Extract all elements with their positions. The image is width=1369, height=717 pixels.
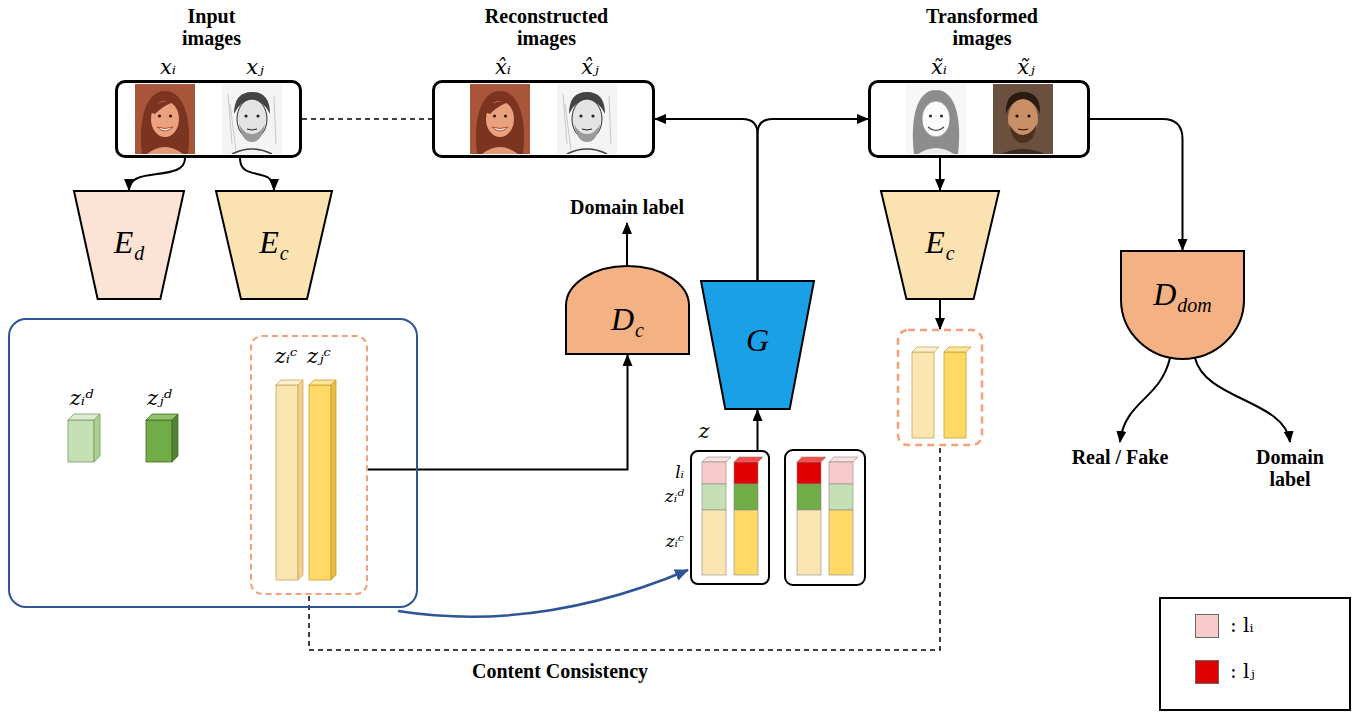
image-symbol: x̃ᵢ bbox=[931, 55, 947, 79]
trapezoid-outline bbox=[74, 191, 184, 299]
curved-arrow bbox=[398, 570, 688, 617]
discriminator-block: Dc bbox=[565, 265, 690, 355]
legend-text: : lᵢ bbox=[1230, 613, 1254, 637]
latent-symbol: zᵢᶜ bbox=[275, 344, 298, 368]
feature-bar bbox=[912, 347, 939, 438]
output-arrow bbox=[626, 223, 628, 265]
feature-cube bbox=[146, 414, 178, 462]
symbol-name: D bbox=[1153, 276, 1176, 312]
symbol-subscript: c bbox=[946, 242, 955, 264]
face-image bbox=[222, 84, 282, 154]
symbol-subscript: d bbox=[134, 242, 144, 264]
face-image bbox=[906, 84, 966, 154]
feature-bar bbox=[944, 347, 971, 438]
flow-arrow bbox=[368, 355, 628, 470]
flow-arrow bbox=[240, 158, 274, 190]
latent-stack-frame bbox=[785, 450, 865, 585]
panel-title: Transformed images bbox=[926, 5, 1038, 49]
output-label: Real / Fake bbox=[1072, 446, 1169, 468]
symbol-label: Ddom bbox=[1120, 276, 1245, 317]
panel-title: Input images bbox=[182, 5, 241, 49]
legend-frame bbox=[1160, 598, 1350, 710]
feature-cube bbox=[68, 414, 100, 462]
output-arrow bbox=[939, 300, 941, 329]
symbol-label: Ec bbox=[880, 224, 1000, 265]
symbol-name: D bbox=[611, 301, 634, 337]
content-group: zᵢᶜzⱼᶜ bbox=[250, 335, 368, 595]
symbol-subscript: dom bbox=[1177, 294, 1211, 316]
latent-stack-box: z bbox=[690, 450, 770, 585]
image-symbol: x̂ⱼ bbox=[581, 55, 598, 79]
feature-bar bbox=[276, 380, 303, 580]
symbol-subscript: c bbox=[280, 242, 289, 264]
legend-swatch bbox=[1195, 614, 1219, 638]
latent-symbol: zᵢᵈ bbox=[70, 386, 94, 410]
trapezoid-outline bbox=[701, 281, 814, 409]
dome-outline bbox=[1121, 251, 1244, 359]
image-panel: Transformed imagesx̃ᵢx̃ⱼ bbox=[868, 80, 1090, 158]
encoder-block: Ed bbox=[73, 190, 185, 300]
dashed-group bbox=[898, 330, 982, 445]
trapezoid-outline bbox=[881, 191, 999, 299]
latent-symbol: zᵢᶜ bbox=[666, 530, 684, 552]
latent-symbol: z bbox=[698, 419, 709, 443]
symbol-label: Ec bbox=[215, 224, 333, 265]
feature-bar bbox=[309, 380, 336, 580]
symbol-subscript: c bbox=[635, 319, 644, 341]
output-label: Domain label bbox=[1256, 446, 1324, 490]
image-symbol: xⱼ bbox=[246, 55, 263, 79]
output-label: Domain label bbox=[570, 196, 684, 218]
face-image bbox=[470, 84, 530, 154]
encoder-block: Ec bbox=[880, 190, 1000, 300]
image-symbol: x̃ⱼ bbox=[1017, 55, 1034, 79]
flow-arrow bbox=[758, 119, 869, 280]
trapezoid-outline bbox=[216, 191, 332, 299]
latent-stack bbox=[702, 457, 763, 575]
generator-block: G bbox=[700, 280, 815, 410]
legend-text: : lⱼ bbox=[1230, 659, 1255, 683]
output-arrow bbox=[1120, 358, 1170, 442]
latent-group: zᵢᵈ zⱼᵈ zᵢᶜzⱼᶜ bbox=[8, 318, 418, 608]
image-panel: Input imagesxᵢxⱼ bbox=[115, 80, 302, 158]
symbol-label: Dc bbox=[565, 301, 690, 342]
dashed-link bbox=[302, 118, 432, 120]
symbol-name: E bbox=[925, 224, 945, 260]
face-image bbox=[135, 84, 195, 154]
output-arrow bbox=[1195, 358, 1290, 442]
symbol-label: Ed bbox=[73, 224, 185, 265]
flow-arrow bbox=[757, 410, 759, 450]
flow-arrow bbox=[129, 158, 185, 190]
legend-swatch bbox=[1195, 660, 1219, 684]
flow-arrow bbox=[1090, 119, 1183, 250]
loss-label: Content Consistency bbox=[472, 660, 648, 682]
dome-outline bbox=[566, 266, 689, 354]
face-image bbox=[557, 84, 617, 154]
latent-symbol: zⱼᵈ bbox=[147, 386, 172, 410]
flow-arrow bbox=[939, 158, 941, 190]
encoder-block: Ec bbox=[215, 190, 333, 300]
symbol-label: G bbox=[700, 322, 815, 359]
panel-title: Reconstructed images bbox=[485, 5, 608, 49]
face-image bbox=[993, 84, 1053, 154]
consistency-line bbox=[309, 447, 940, 650]
image-symbol: x̂ᵢ bbox=[495, 55, 511, 79]
discriminator-block: Ddom bbox=[1120, 250, 1245, 360]
latent-stack bbox=[797, 457, 858, 575]
image-symbol: xᵢ bbox=[160, 55, 176, 79]
image-panel: Reconstructed imagesx̂ᵢx̂ⱼ bbox=[432, 80, 655, 158]
symbol-name: E bbox=[114, 224, 134, 260]
latent-symbol: zᵢᵈ bbox=[665, 485, 684, 507]
symbol-name: E bbox=[259, 224, 279, 260]
symbol-name: G bbox=[746, 322, 769, 358]
latent-symbol: lᵢ bbox=[675, 461, 684, 483]
latent-symbol: zⱼᶜ bbox=[307, 344, 331, 368]
